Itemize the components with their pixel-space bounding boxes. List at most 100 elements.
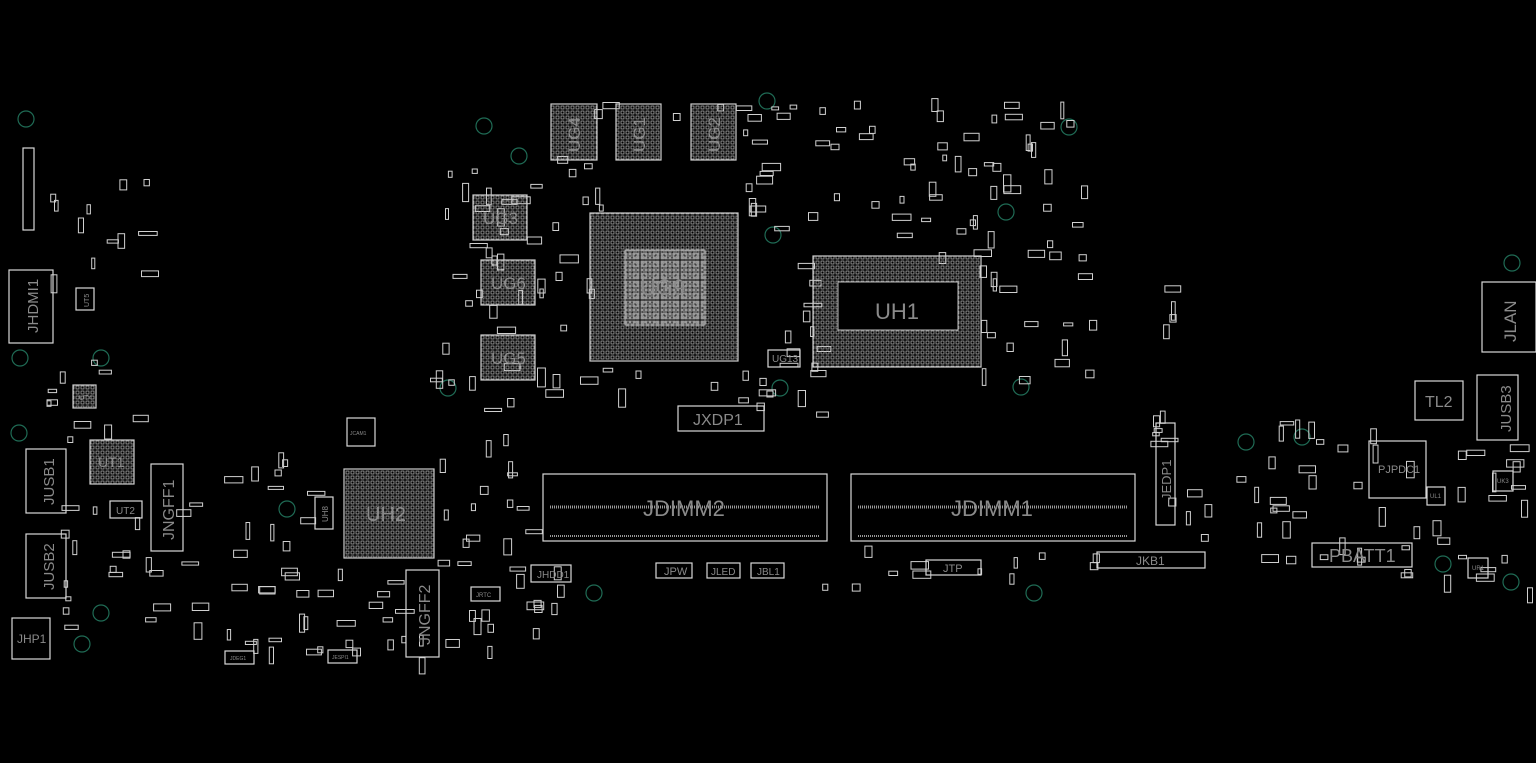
passive-component[interactable] bbox=[1060, 101, 1065, 120]
passive-component[interactable] bbox=[1160, 437, 1179, 443]
passive-component[interactable] bbox=[929, 194, 943, 201]
passive-component[interactable] bbox=[387, 580, 405, 585]
passive-component[interactable] bbox=[253, 638, 259, 654]
passive-component[interactable] bbox=[1527, 587, 1533, 604]
passive-component[interactable] bbox=[968, 168, 978, 177]
passive-component[interactable] bbox=[942, 154, 948, 162]
component-JHP1[interactable]: JHP1 bbox=[11, 617, 51, 660]
component-JDEG1[interactable]: JDEG1 bbox=[224, 650, 255, 665]
component-UT1[interactable]: UT1 bbox=[89, 439, 135, 485]
passive-component[interactable] bbox=[91, 359, 98, 366]
component-UT2[interactable]: UT2 bbox=[109, 500, 143, 519]
passive-component[interactable] bbox=[317, 646, 324, 654]
passive-component[interactable] bbox=[138, 231, 158, 236]
component-UG9[interactable]: UG9 bbox=[589, 212, 739, 362]
passive-component[interactable] bbox=[1372, 444, 1379, 464]
passive-component[interactable] bbox=[1270, 507, 1278, 514]
passive-component[interactable] bbox=[300, 517, 317, 525]
passive-component[interactable] bbox=[802, 310, 811, 323]
passive-component[interactable] bbox=[530, 183, 543, 189]
passive-component[interactable] bbox=[267, 485, 285, 490]
component-UG13[interactable]: UG13 bbox=[767, 349, 801, 368]
passive-component[interactable] bbox=[54, 199, 59, 212]
passive-component[interactable] bbox=[1003, 174, 1012, 193]
passive-component[interactable] bbox=[1044, 169, 1053, 185]
component-JUSB2[interactable]: JUSB2 bbox=[25, 533, 67, 599]
passive-component[interactable] bbox=[1370, 428, 1377, 445]
passive-component[interactable] bbox=[448, 379, 455, 386]
passive-component[interactable] bbox=[526, 601, 545, 611]
component-UG6[interactable]: UG6 bbox=[480, 259, 536, 306]
passive-component[interactable] bbox=[766, 390, 774, 398]
passive-component[interactable] bbox=[1185, 511, 1191, 526]
passive-component[interactable] bbox=[1024, 321, 1039, 328]
passive-component[interactable] bbox=[1187, 489, 1203, 498]
passive-component[interactable] bbox=[819, 107, 826, 115]
passive-component[interactable] bbox=[672, 113, 681, 121]
passive-component[interactable] bbox=[871, 201, 880, 209]
passive-component[interactable] bbox=[742, 370, 749, 381]
passive-component[interactable] bbox=[888, 570, 899, 577]
component-UT5[interactable]: UT5 bbox=[75, 287, 95, 311]
passive-component[interactable] bbox=[1353, 481, 1363, 490]
passive-component[interactable] bbox=[1501, 554, 1508, 564]
passive-component[interactable] bbox=[471, 168, 478, 174]
passive-component[interactable] bbox=[1295, 419, 1301, 439]
passive-component[interactable] bbox=[62, 607, 70, 615]
passive-component[interactable] bbox=[559, 254, 579, 264]
passive-component[interactable] bbox=[539, 288, 544, 299]
passive-component[interactable] bbox=[487, 623, 494, 633]
passive-component[interactable] bbox=[853, 100, 861, 110]
passive-component[interactable] bbox=[274, 469, 282, 477]
passive-component[interactable] bbox=[189, 502, 204, 507]
passive-component[interactable] bbox=[1286, 555, 1297, 565]
passive-component[interactable] bbox=[758, 389, 777, 397]
passive-component[interactable] bbox=[395, 609, 415, 614]
component-UG1[interactable]: UG1 bbox=[615, 103, 662, 161]
passive-component[interactable] bbox=[1272, 505, 1290, 512]
passive-component[interactable] bbox=[1282, 521, 1291, 539]
passive-component[interactable] bbox=[1027, 143, 1033, 152]
passive-component[interactable] bbox=[580, 376, 599, 385]
passive-component[interactable] bbox=[1081, 185, 1089, 200]
passive-component[interactable] bbox=[1308, 475, 1317, 490]
passive-component[interactable] bbox=[1488, 495, 1507, 502]
passive-component[interactable] bbox=[557, 584, 565, 598]
passive-component[interactable] bbox=[759, 377, 767, 386]
passive-component[interactable] bbox=[193, 622, 203, 640]
passive-component[interactable] bbox=[1013, 557, 1018, 569]
passive-component[interactable] bbox=[745, 183, 753, 193]
passive-component[interactable] bbox=[816, 411, 829, 418]
passive-component[interactable] bbox=[145, 557, 152, 573]
passive-component[interactable] bbox=[743, 129, 749, 137]
passive-component[interactable] bbox=[896, 232, 913, 239]
passive-component[interactable] bbox=[59, 371, 66, 384]
passive-component[interactable] bbox=[1466, 449, 1486, 457]
passive-component[interactable] bbox=[437, 559, 451, 567]
passive-component[interactable] bbox=[50, 274, 58, 294]
passive-component[interactable] bbox=[507, 472, 518, 477]
passive-component[interactable] bbox=[1236, 476, 1247, 483]
passive-component[interactable] bbox=[278, 452, 285, 469]
passive-component[interactable] bbox=[1437, 537, 1451, 545]
passive-component[interactable] bbox=[149, 570, 164, 577]
passive-component[interactable] bbox=[281, 567, 298, 577]
passive-component[interactable] bbox=[1169, 314, 1177, 323]
passive-component[interactable] bbox=[969, 219, 976, 227]
component-JBL1[interactable]: JBL1 bbox=[750, 562, 785, 579]
passive-component[interactable] bbox=[508, 461, 514, 479]
passive-component[interactable] bbox=[86, 204, 91, 215]
passive-component[interactable] bbox=[963, 132, 980, 142]
passive-component[interactable] bbox=[635, 370, 642, 379]
passive-component[interactable] bbox=[710, 381, 719, 391]
passive-component[interactable] bbox=[299, 613, 306, 633]
passive-component[interactable] bbox=[891, 213, 912, 221]
component-TL2[interactable]: TL2 bbox=[1414, 380, 1464, 421]
passive-component[interactable] bbox=[284, 572, 301, 581]
passive-component[interactable] bbox=[1457, 486, 1466, 503]
passive-component[interactable] bbox=[525, 529, 543, 535]
passive-component[interactable] bbox=[903, 158, 916, 166]
passive-component[interactable] bbox=[851, 583, 861, 592]
component-JDIMM1[interactable]: JDIMM1 bbox=[850, 473, 1136, 542]
passive-component[interactable] bbox=[858, 133, 874, 141]
